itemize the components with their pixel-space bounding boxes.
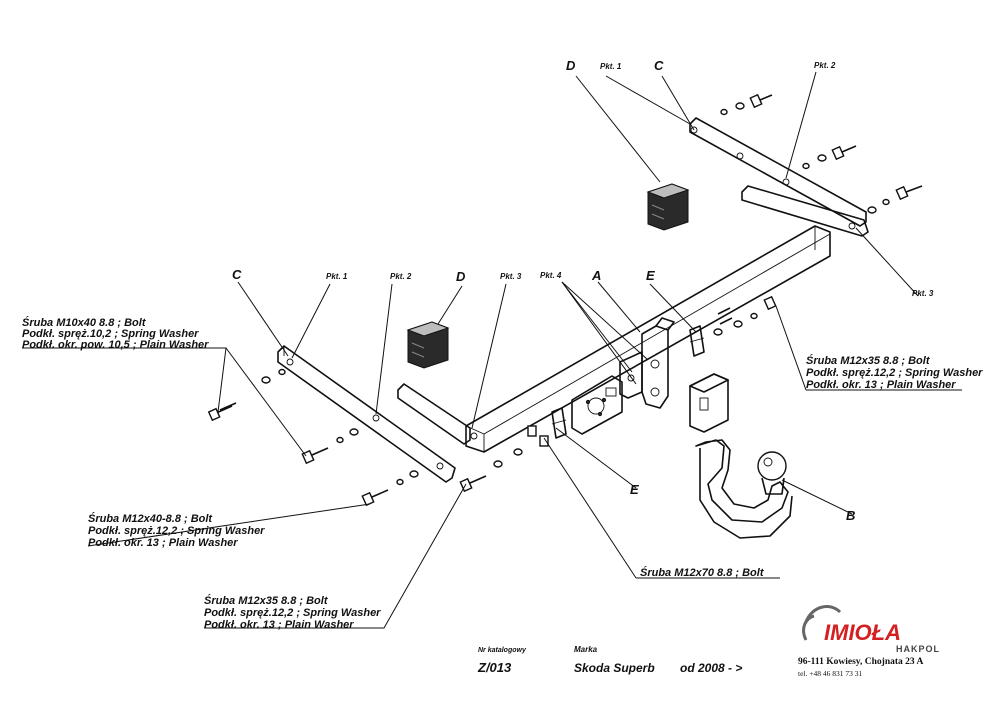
right-bracket [689,117,867,227]
callout-pkt3-right: Pkt. 3 [912,289,934,298]
callout-E-top: E [646,268,655,283]
tow-ball-B [695,439,793,539]
svg-text:Podkł. okr. pow. 10,5 ; Plain: Podkł. okr. pow. 10,5 ; Plain Washer [22,339,209,351]
callout-E-bottom: E [630,482,639,497]
svg-text:Śruba M12x35 8.8 ; Bolt: Śruba M12x35 8.8 ; Bolt [204,594,329,607]
hardware-left-top [207,368,286,422]
model-year: od 2008 - > [680,661,742,675]
leader-lines [22,71,962,629]
callout-C-top: C [654,58,664,73]
callout-pkt3-center: Pkt. 3 [500,272,522,281]
logo-phone: tel. +48 46 831 73 31 [798,669,862,678]
hardware-left-mid [301,428,359,465]
spec-left-middle: Śruba M12x40-8.8 ; Bolt Podkł. spręż.12,… [88,512,265,549]
ball-holder [689,373,729,433]
logo-sub: HAKPOL [896,644,940,654]
hardware-center-bottom [459,425,549,493]
callout-pkt1-left: Pkt. 1 [326,272,348,281]
callout-pkt2-left: Pkt. 2 [390,272,412,281]
callout-pkt2-top: Pkt. 2 [814,61,836,70]
spec-left-bottom: Śruba M12x35 8.8 ; Bolt Podkł. spręż.12,… [204,594,381,631]
company-logo: IMIOŁA HAKPOL 96-111 Kowiesy, Chojnata 2… [798,605,940,678]
title-block: Nr katalogowy Z/013 Marka Skoda Superb o… [477,645,742,675]
callout-C-left: C [232,267,242,282]
callout-A: A [591,268,601,283]
svg-text:Śruba M10x40 8.8 ; Bolt: Śruba M10x40 8.8 ; Bolt [22,316,147,329]
logo-address: 96-111 Kowiesy, Chojnata 23 A [798,657,923,667]
callout-pkt1-top: Pkt. 1 [600,62,622,71]
svg-text:Podkł. spręż.10,2 ; Spring Was: Podkł. spręż.10,2 ; Spring Washer [22,328,199,340]
callout-D-top: D [566,58,576,73]
spec-right: Śruba M12x35 8.8 ; Bolt Podkł. spręż.12,… [806,354,983,391]
socket-plate [571,375,623,435]
brand-label: Marka [574,645,598,654]
brand-name: Skoda Superb [574,661,655,675]
crossbar-A [465,185,869,453]
left-plate [397,383,471,445]
clip-E-bottom [551,407,567,439]
catalog-number: Z/013 [477,660,512,675]
pad-D-top [646,183,690,231]
hardware-top-right [720,93,923,214]
svg-text:Podkł. spręż.12,2 ; Spring Was: Podkł. spręż.12,2 ; Spring Washer [204,607,381,619]
spec-left-top: Śruba M10x40 8.8 ; Bolt Podkł. spręż.10,… [22,316,209,351]
callout-pkt4: Pkt. 4 [540,271,562,280]
svg-text:Podkł. spręż.12,2 ; Spring Was: Podkł. spręż.12,2 ; Spring Washer [806,367,983,379]
svg-text:Śruba M12x35 8.8 ; Bolt: Śruba M12x35 8.8 ; Bolt [806,354,931,367]
svg-text:Podkł. okr. 13 ; Plain Washer: Podkł. okr. 13 ; Plain Washer [88,537,238,549]
svg-text:Podkł. okr. 13 ; Plain Washer: Podkł. okr. 13 ; Plain Washer [806,379,956,391]
logo-name: IMIOŁA [824,620,901,645]
hardware-right [713,295,777,336]
svg-text:Śruba M12x70 8.8 ; Bolt: Śruba M12x70 8.8 ; Bolt [640,566,765,579]
catalog-label: Nr katalogowy [478,647,527,654]
callout-labels: D Pkt. 1 C Pkt. 2 Pkt. 3 C Pkt. 1 Pkt. 2… [232,58,934,523]
callout-D-left: D [456,269,466,284]
clip-E-top [689,325,705,357]
hardware-left-bottom [361,470,419,507]
central-bracket [619,317,675,409]
pad-D-left [406,321,450,369]
spec-center-bottom: Śruba M12x70 8.8 ; Bolt [640,566,765,579]
svg-text:Śruba M12x40-8.8 ; Bolt: Śruba M12x40-8.8 ; Bolt [88,512,213,525]
left-bracket [277,345,456,483]
callout-B: B [846,508,855,523]
svg-text:Podkł. okr. 13 ; Plain Washer: Podkł. okr. 13 ; Plain Washer [204,619,354,631]
svg-text:Podkł. spręż.12,2 ; Spring Was: Podkł. spręż.12,2 ; Spring Washer [88,525,265,537]
